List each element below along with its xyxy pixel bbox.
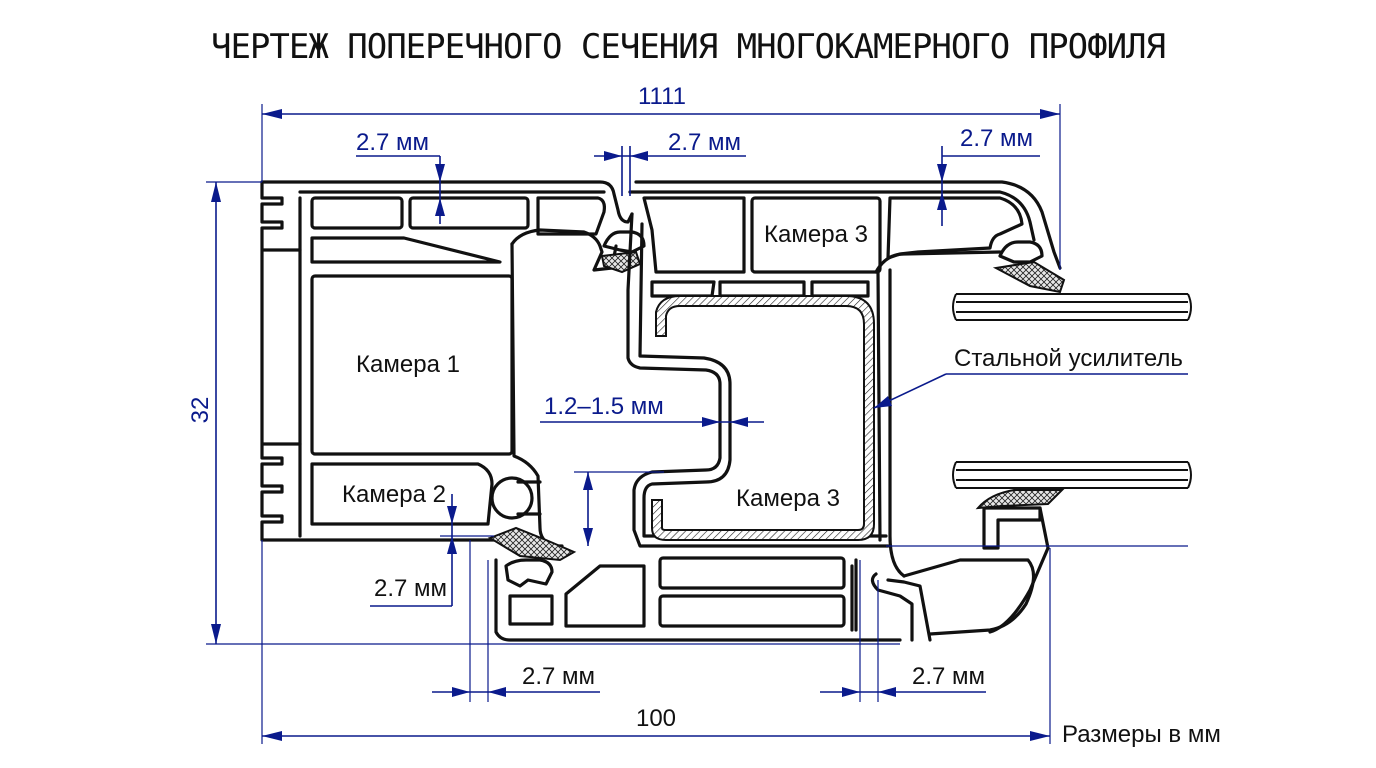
dim-height: 32: [187, 397, 214, 424]
chamber-3-top: [750, 196, 882, 274]
dim-wall-top-right: 2.7 мм: [960, 125, 1033, 152]
label-chamber-2: Камера 2: [342, 481, 446, 508]
label-chamber-1: Камера 1: [356, 351, 460, 378]
dim-wall-bottom-left: 2.7 мм: [522, 663, 595, 690]
sash-profile: [494, 180, 1066, 642]
top-gasket-right: [992, 260, 1066, 294]
glazing-unit: [952, 293, 1192, 489]
dim-inner-wall: 1.2–1.5 мм: [544, 393, 664, 420]
dim-wall-top-mid: 2.7 мм: [668, 129, 741, 156]
dim-wall-top-left: 2.7 мм: [356, 129, 429, 156]
bottom-gasket-right: [975, 489, 1065, 510]
label-steel-reinforcement: Стальной усилитель: [954, 345, 1183, 372]
dim-wall-left-bottom: 2.7 мм: [374, 575, 447, 602]
chamber-2: [310, 462, 494, 526]
bottom-gasket: [487, 526, 577, 562]
label-chamber-3-top: Камера 3: [764, 221, 868, 248]
drawing-title: ЧЕРТЕЖ ПОПЕРЕЧНОГО СЕЧЕНИЯ МНОГОКАМЕРНОГ…: [211, 27, 1165, 67]
label-units: Размеры в мм: [1062, 721, 1221, 748]
steel-reinforcement: [651, 295, 875, 541]
dim-wall-bottom-right: 2.7 мм: [912, 663, 985, 690]
label-chamber-3-main: Камера 3: [736, 485, 840, 512]
dimension-lines: [206, 104, 1188, 744]
frame-outer-contour: [260, 180, 634, 542]
dim-top-width: 1111: [638, 83, 686, 110]
frame-profile: [260, 180, 634, 588]
dim-bottom-width: 100: [636, 705, 676, 732]
